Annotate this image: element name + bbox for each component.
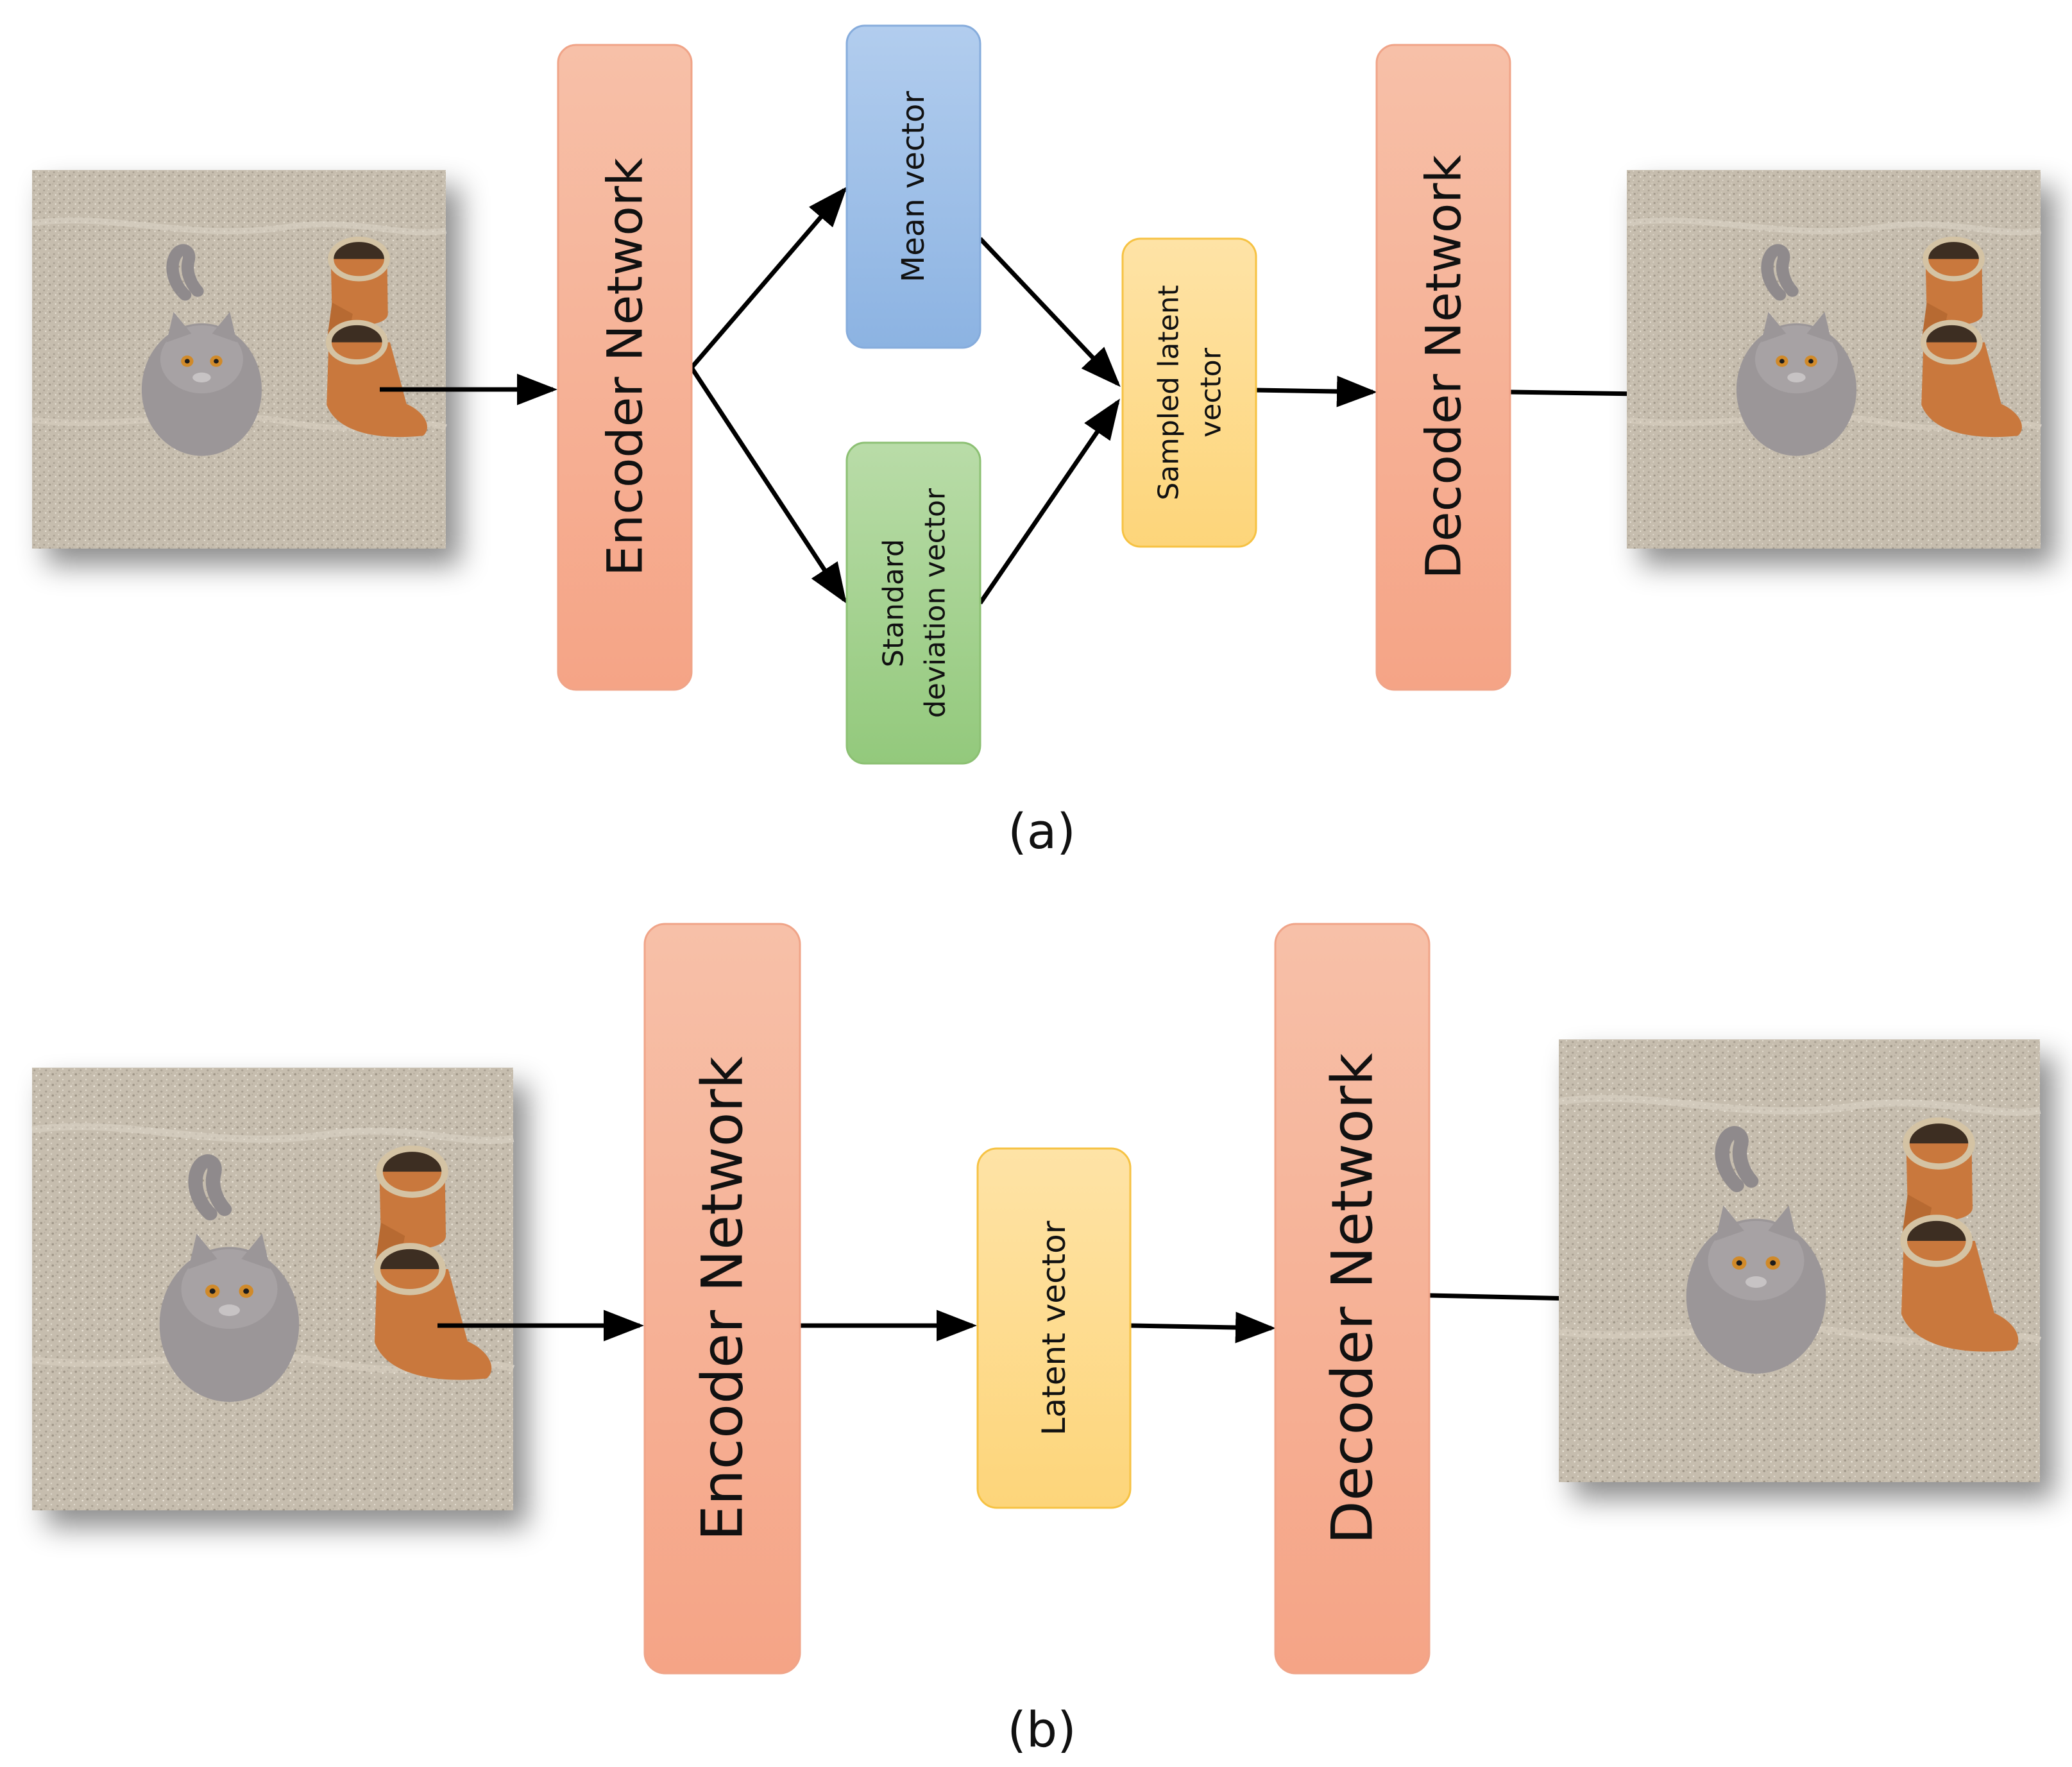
cat-and-boots-photo-icon — [1627, 170, 2041, 549]
std-label-line2: deviation vector — [919, 488, 952, 718]
mean-vector-label: Mean vector — [896, 91, 931, 283]
cat-and-boots-photo-icon — [1559, 1039, 2040, 1482]
arrows-a — [380, 186, 1688, 604]
panel-b: Encoder Network Latent vector Decoder Ne… — [32, 923, 2040, 1758]
std-deviation-vector-box: Standard deviation vector — [845, 441, 981, 765]
output-photo-b — [1559, 1039, 2040, 1482]
sampled-label-line1: Sampled latent — [1153, 285, 1185, 500]
cat-and-boots-photo-icon — [32, 1068, 513, 1510]
decoder-label-b: Decoder Network — [1320, 1053, 1386, 1544]
encoder-label-b: Encoder Network — [690, 1056, 756, 1541]
decoder-label-a: Decoder Network — [1415, 155, 1472, 579]
input-photo-b — [32, 1068, 513, 1510]
caption-b: (b) — [1007, 1701, 1076, 1758]
encoder-label-a: Encoder Network — [597, 158, 654, 576]
arrow-encoder-to-std — [690, 366, 847, 604]
encoder-network-a: Encoder Network — [557, 44, 693, 691]
sampled-latent-vector-box: Sampled latent vector — [1121, 237, 1257, 548]
arrow-std-to-sampled — [978, 398, 1120, 604]
arrow-latent-to-decoder — [1130, 1311, 1276, 1344]
decoder-network-b: Decoder Network — [1274, 923, 1431, 1675]
arrow-sampled-to-decoder — [1255, 375, 1377, 407]
caption-a: (a) — [1008, 803, 1076, 860]
output-photo-a — [1627, 170, 2041, 549]
arrow-mean-to-sampled — [978, 237, 1121, 388]
std-label-line1: Standard — [878, 539, 910, 667]
latent-vector-label: Latent vector — [1035, 1220, 1073, 1435]
decoder-network-a: Decoder Network — [1375, 44, 1511, 691]
input-photo-a — [32, 170, 446, 549]
mean-vector-box: Mean vector — [845, 24, 981, 349]
sampled-label-line2: vector — [1195, 347, 1228, 437]
cat-and-boots-photo-icon — [32, 170, 446, 549]
latent-vector-box: Latent vector — [976, 1147, 1132, 1509]
encoder-network-b: Encoder Network — [643, 923, 801, 1675]
arrow-encoder-to-mean — [690, 186, 847, 370]
panel-a: Encoder Network Mean vector Standard dev… — [32, 24, 2041, 860]
